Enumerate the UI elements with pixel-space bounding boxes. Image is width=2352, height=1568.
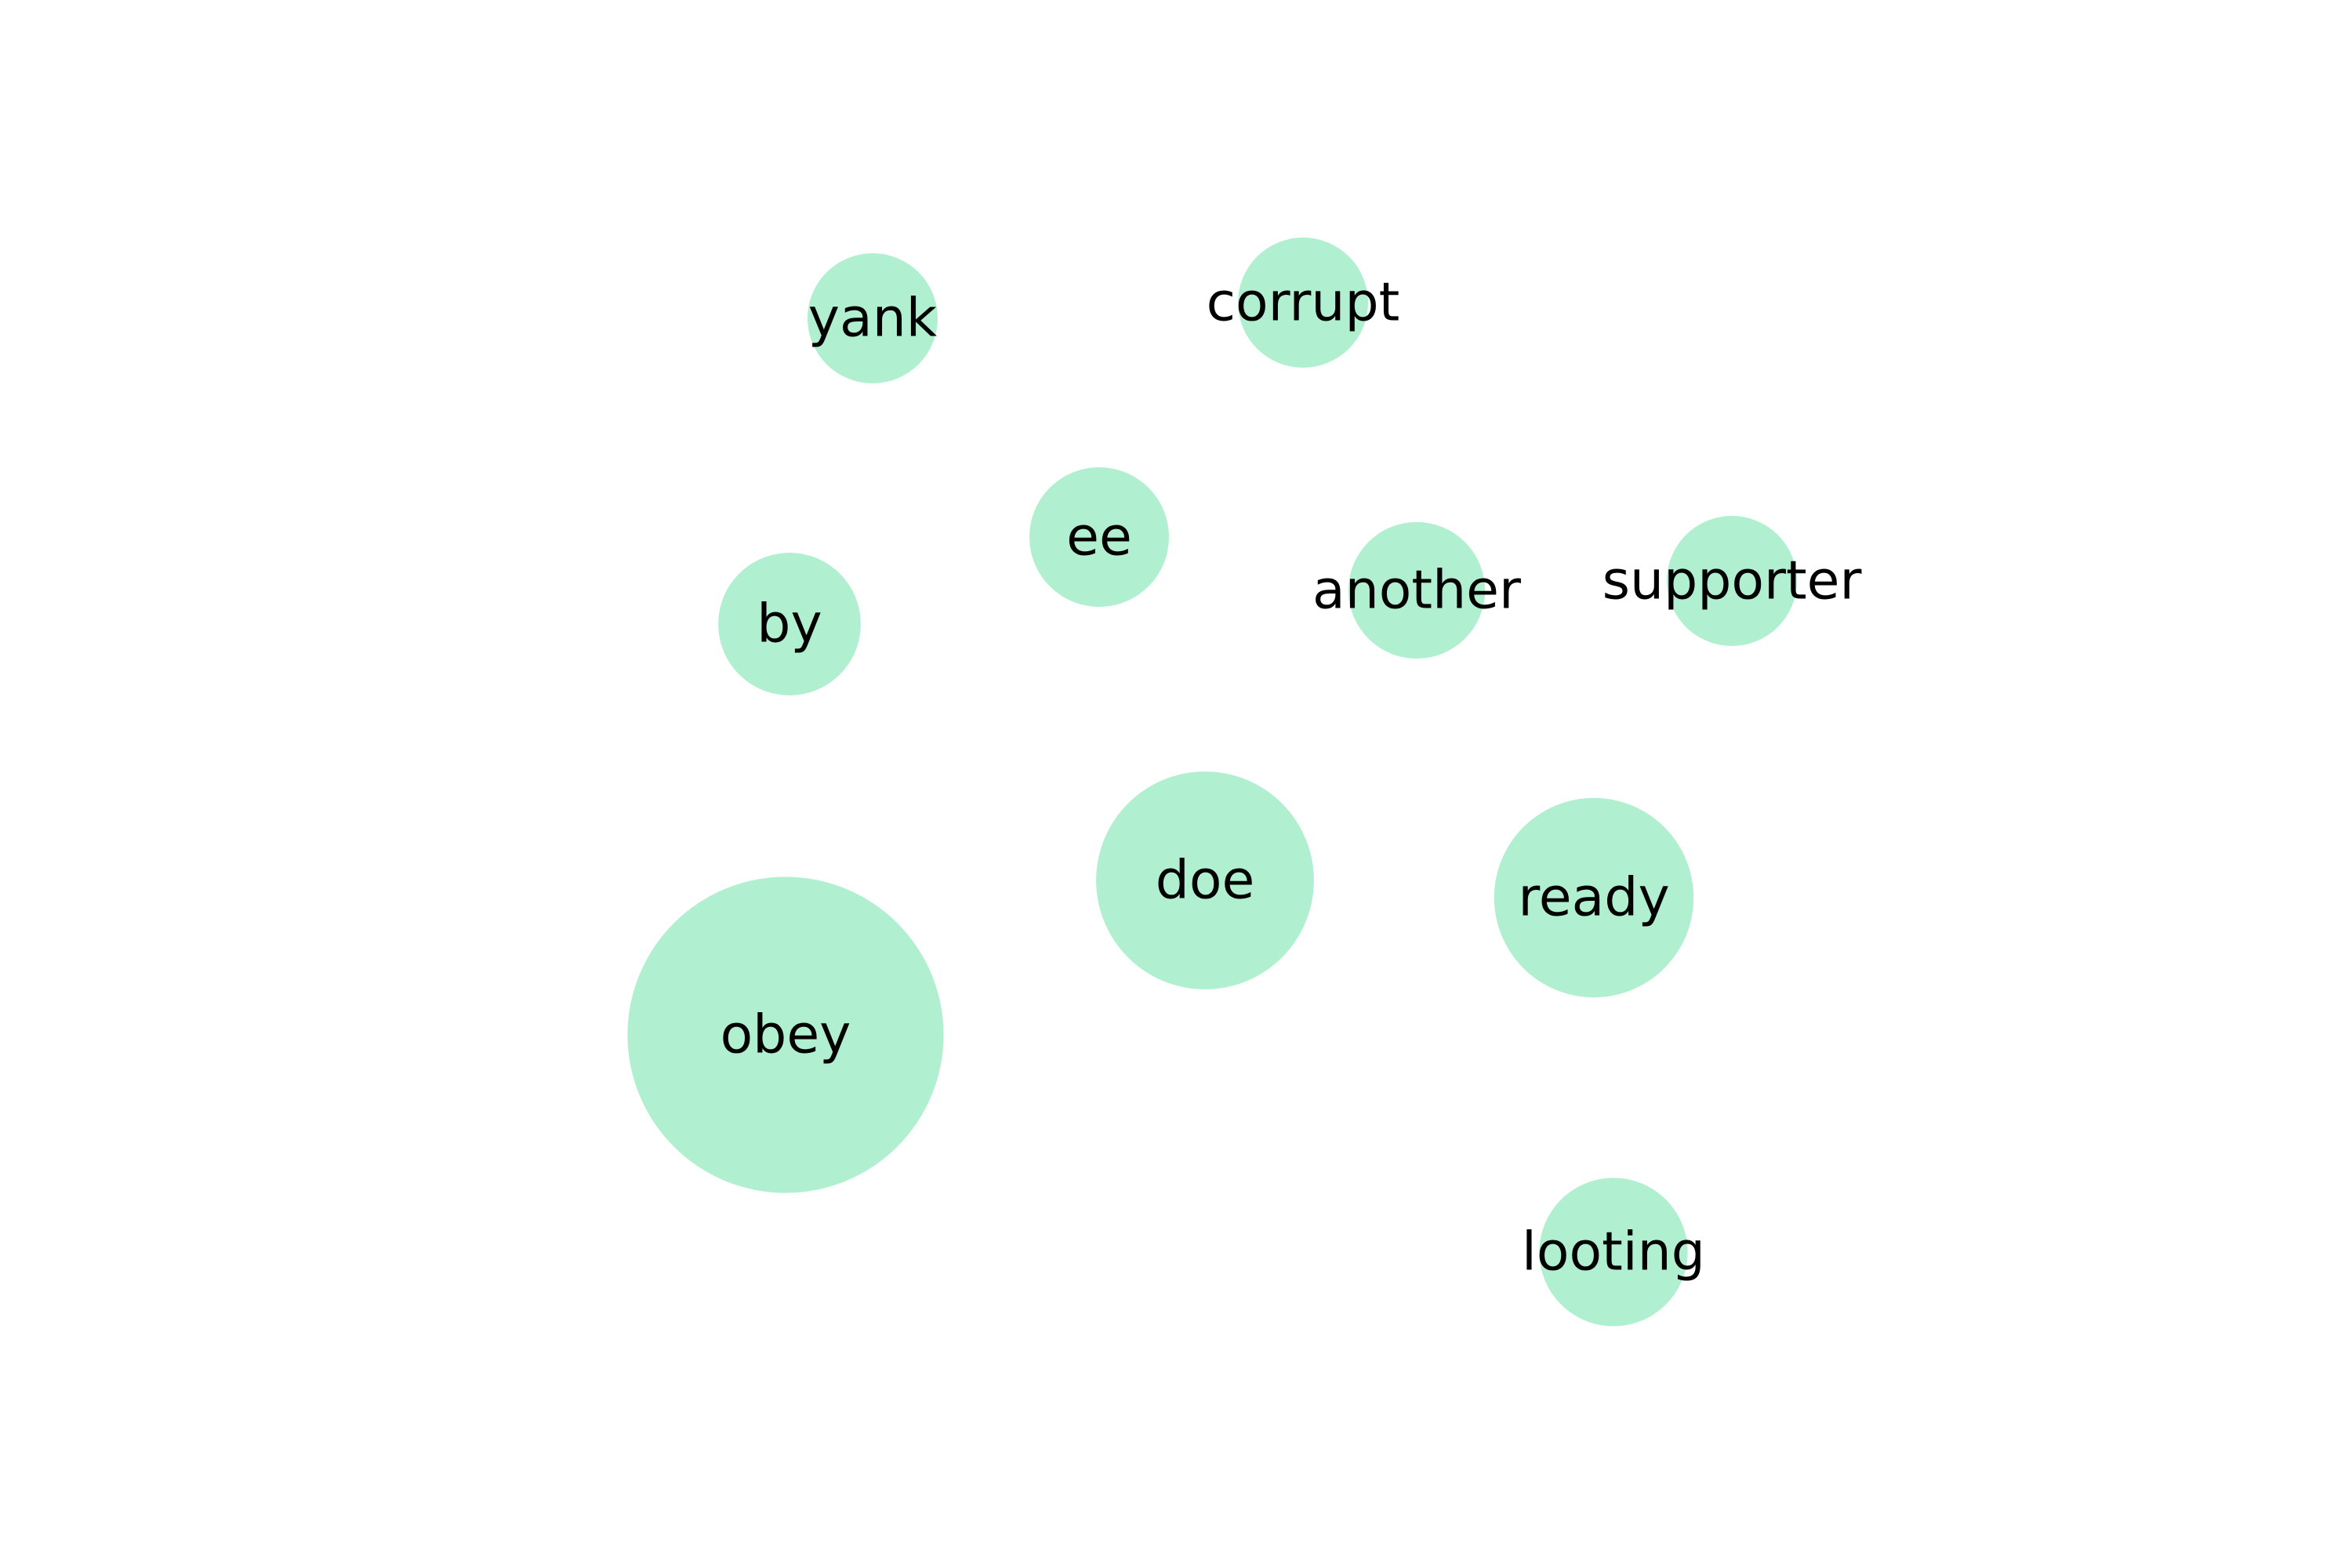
bubble-label: ready (1518, 867, 1669, 929)
bubble-label: yank (808, 288, 938, 350)
bubble-circle (1029, 467, 1169, 607)
bubble-yank: yank (808, 253, 938, 383)
bubble-circle (1494, 797, 1694, 998)
bubble-ee: ee (1029, 467, 1169, 607)
bubble-another: another (1312, 521, 1521, 659)
bubble-label: another (1312, 560, 1521, 622)
bubble-label: corrupt (1207, 272, 1400, 334)
bubble-corrupt: corrupt (1207, 238, 1400, 368)
bubble-circle (1539, 1178, 1688, 1327)
bubble-circle (1667, 516, 1797, 646)
bubble-label: obey (720, 1004, 851, 1066)
bubble-layer: yank corrupt ee by another supporter doe ready o… (627, 238, 1861, 1327)
bubble-label: doe (1156, 850, 1255, 912)
bubble-label: ee (1066, 506, 1132, 568)
bubble-circle (718, 553, 861, 695)
bubble-circle (1238, 238, 1368, 368)
bubble-circle (1096, 771, 1314, 989)
bubble-label: supporter (1602, 550, 1862, 612)
bubble-by: by (718, 553, 861, 695)
bubble-circle (808, 253, 938, 383)
bubble-circle (1348, 521, 1486, 659)
bubble-obey: obey (627, 877, 944, 1193)
bubble-label: looting (1522, 1221, 1705, 1283)
bubble-ready: ready (1494, 797, 1694, 998)
bubble-supporter: supporter (1602, 516, 1862, 646)
bubble-label: by (757, 593, 822, 655)
bubble-circle (627, 877, 944, 1193)
bubble-looting: looting (1522, 1178, 1705, 1327)
bubble-doe: doe (1096, 771, 1314, 989)
